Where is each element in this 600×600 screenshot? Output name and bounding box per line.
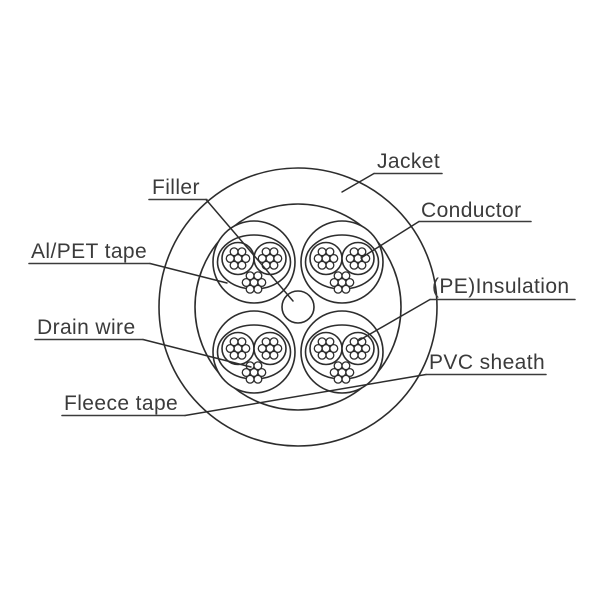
pvc-sheath-label: PVC sheath (429, 351, 545, 374)
drain-wire-leader-line (142, 338, 252, 368)
pair-top-left (213, 221, 295, 303)
filler-label: Filler (152, 176, 200, 199)
filler-leader-line (205, 198, 294, 302)
conductor-leader-line (360, 220, 420, 259)
jacket-label: Jacket (377, 150, 440, 173)
conductor-label: Conductor (421, 199, 522, 222)
drain-wire-label: Drain wire (37, 316, 136, 339)
pair-bottom-left (213, 311, 295, 393)
al-pet-tape-label: Al/PET tape (31, 240, 147, 263)
fleece-tape-label: Fleece tape (64, 392, 178, 415)
pair-bottom-right (301, 311, 383, 393)
jacket-leader-line (341, 172, 375, 193)
pe-insulation-label: (PE)Insulation (432, 275, 570, 298)
filler-circle (281, 290, 315, 324)
fleece-tape-pvc-sheath-leader-line (184, 373, 427, 417)
al-pet-tape-leader-line (149, 262, 228, 284)
pe-insulation-leader-line (357, 298, 431, 342)
pair-top-right (301, 221, 383, 303)
